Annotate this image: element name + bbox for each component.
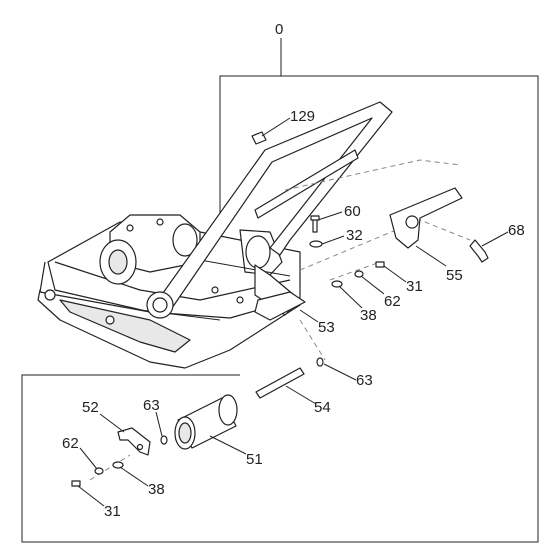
label-38-lower: 38 bbox=[148, 481, 165, 498]
label-60: 60 bbox=[344, 203, 361, 220]
label-51: 51 bbox=[246, 451, 263, 468]
part-63-ring-upper bbox=[316, 357, 324, 367]
label-31-lower: 31 bbox=[104, 503, 121, 520]
label-32: 32 bbox=[346, 227, 363, 244]
label-53: 53 bbox=[318, 319, 335, 336]
upper-fasteners bbox=[331, 261, 385, 288]
engine-block bbox=[47, 214, 301, 321]
label-52: 52 bbox=[82, 399, 99, 416]
part-60-bolt bbox=[310, 215, 320, 233]
label-54: 54 bbox=[314, 399, 331, 416]
label-62-lower: 62 bbox=[62, 435, 79, 452]
label-31-upper: 31 bbox=[406, 278, 423, 295]
part-129-cap bbox=[251, 131, 267, 145]
label-38-upper: 38 bbox=[360, 307, 377, 324]
label-0: 0 bbox=[275, 21, 283, 38]
part-32-washer bbox=[309, 240, 323, 248]
label-63-lower: 63 bbox=[143, 397, 160, 414]
lower-fasteners bbox=[71, 461, 124, 487]
label-129: 129 bbox=[290, 108, 315, 125]
label-68: 68 bbox=[508, 222, 525, 239]
label-55: 55 bbox=[446, 267, 463, 284]
part-68-pin bbox=[469, 239, 489, 263]
part-63-ring-lower bbox=[160, 435, 168, 445]
part-53-bracket bbox=[254, 291, 306, 321]
part-52-bracket bbox=[117, 427, 151, 456]
part-51-wheel bbox=[174, 394, 238, 450]
part-55-latch bbox=[389, 187, 463, 249]
assembly-boundary bbox=[21, 38, 539, 543]
label-62-upper: 62 bbox=[384, 293, 401, 310]
part-54-axle bbox=[255, 367, 305, 399]
label-63-upper: 63 bbox=[356, 372, 373, 389]
leader-lines bbox=[77, 117, 509, 507]
